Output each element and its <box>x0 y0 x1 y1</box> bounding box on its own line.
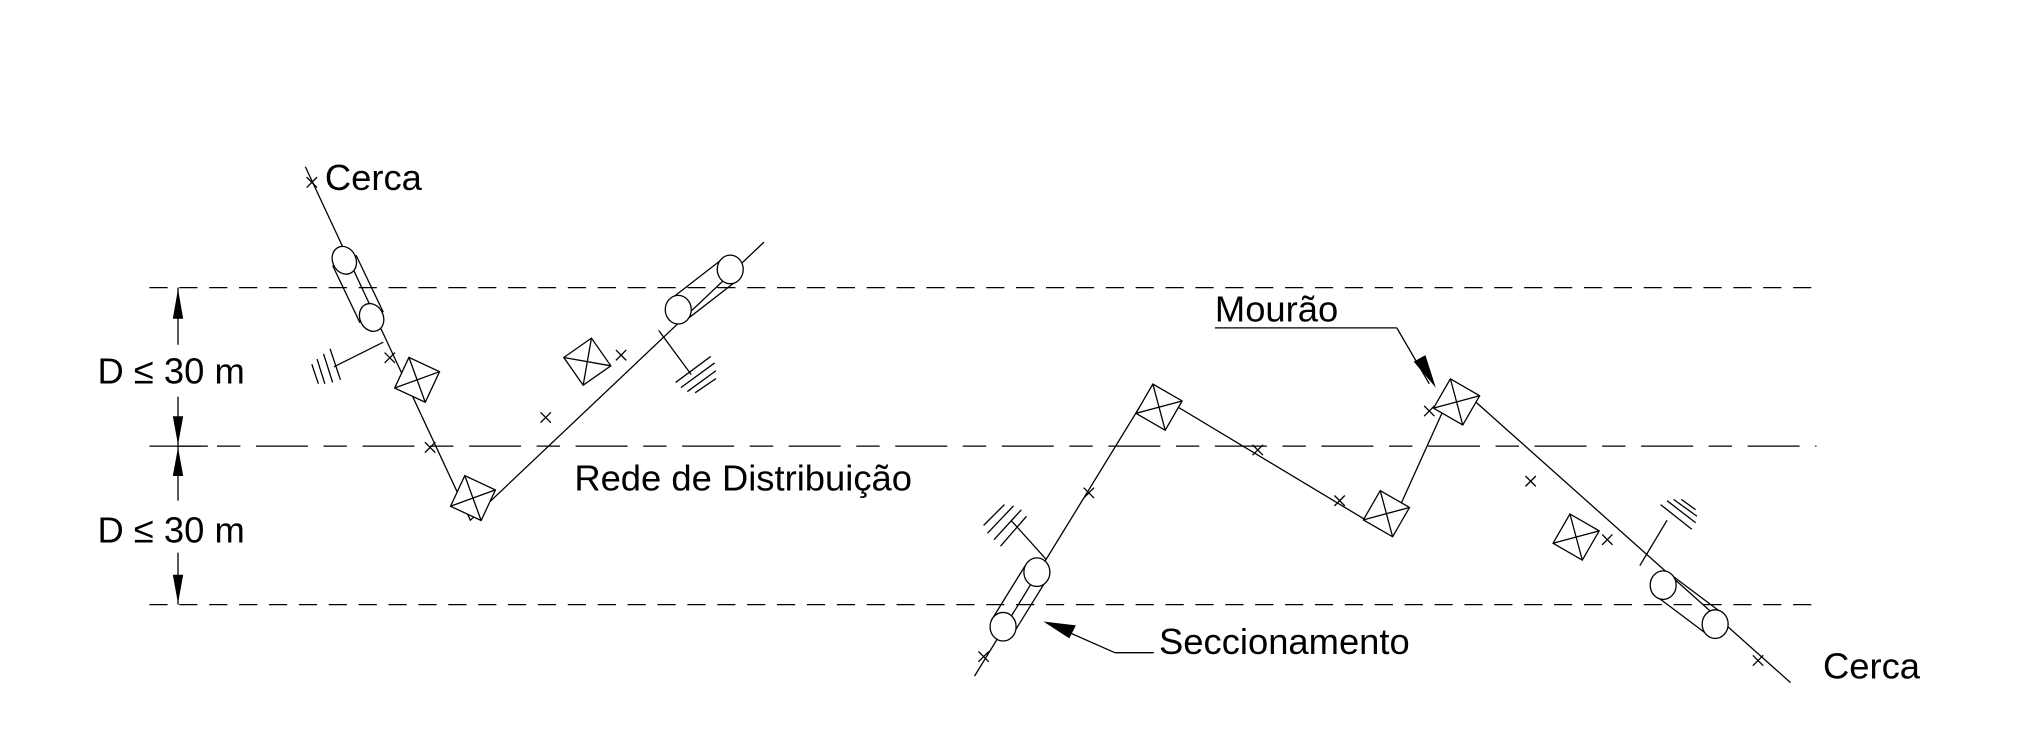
sectioning-callout-leader <box>1043 621 1154 654</box>
post-callout-leader <box>1214 327 1436 388</box>
sectioning-label: Seccionamento <box>1159 621 1410 662</box>
post-label: Mourão <box>1215 288 1338 329</box>
post-icon <box>1135 383 1183 432</box>
post-icon <box>562 337 612 387</box>
distribution-network-label: Rede de Distribuição <box>574 457 912 498</box>
ground-icon <box>1639 498 1698 566</box>
post-icon <box>393 356 441 404</box>
sectioning-insulator-right-1 <box>989 557 1051 642</box>
post-icon <box>1552 513 1601 562</box>
fence-line-left <box>304 166 765 522</box>
ground-icon <box>658 330 717 394</box>
fence-label-bottom: Cerca <box>1823 646 1921 687</box>
post-icon <box>449 474 497 522</box>
sectioning-insulator-left-2 <box>664 254 744 325</box>
distance-label-lower: D ≤ 30 m <box>97 509 244 550</box>
fence-cross-marks-left <box>306 176 627 454</box>
fence-cross-marks-right <box>977 405 1764 667</box>
post-icon <box>1362 489 1411 538</box>
dimension-arrows <box>172 287 208 605</box>
sectioning-insulator-left-1 <box>331 245 385 332</box>
fence-label-top: Cerca <box>325 157 423 198</box>
sectioning-insulator-right-2 <box>1649 570 1729 640</box>
distance-label-upper: D ≤ 30 m <box>97 351 244 392</box>
ground-icon <box>311 341 384 384</box>
post-icon <box>1432 377 1481 426</box>
ground-icon <box>983 504 1047 560</box>
